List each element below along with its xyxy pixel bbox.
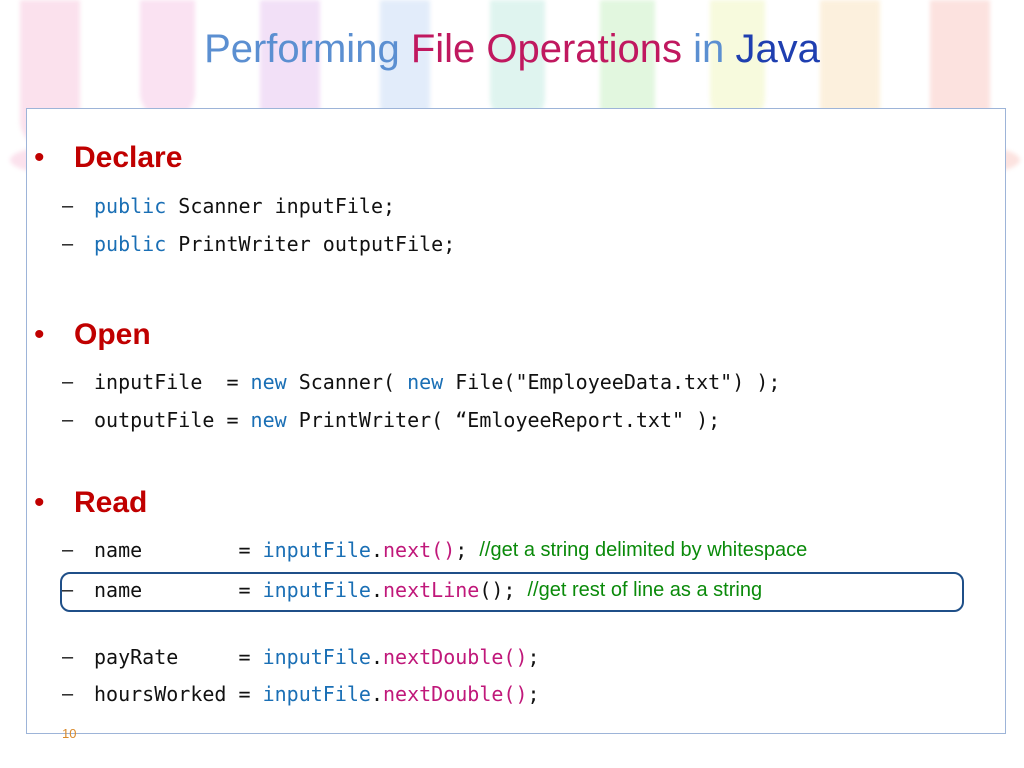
highlight-box <box>60 572 964 612</box>
content-box <box>26 108 1006 734</box>
code-text: hoursWorked = <box>94 682 263 706</box>
section-read: • Read <box>34 483 147 523</box>
title-part-4: Java <box>735 27 820 71</box>
dash-marker: – <box>62 645 74 668</box>
code-text: name = <box>94 578 263 602</box>
page-number: 10 <box>62 726 77 741</box>
dash-marker: – <box>62 578 74 601</box>
code-text: PrintWriter outputFile; <box>166 232 456 256</box>
keyword: new <box>250 408 287 432</box>
code-line: –name = inputFile.next(); //get a string… <box>62 533 807 567</box>
code-text: outputFile = <box>94 408 251 432</box>
title-part-1: Performing <box>204 27 400 71</box>
code-text: PrintWriter( “EmloyeeReport.txt" ); <box>286 408 721 432</box>
code-text: ; <box>527 645 540 669</box>
code-line: –public Scanner inputFile; <box>62 189 395 223</box>
code-text: . <box>370 538 383 562</box>
code-text: . <box>370 682 383 706</box>
dash-marker: – <box>62 232 74 255</box>
code-line: –payRate = inputFile.nextDouble(); <box>62 640 540 674</box>
dash-marker: – <box>62 538 74 561</box>
code-text: . <box>370 578 383 602</box>
code-line: –hoursWorked = inputFile.nextDouble(); <box>62 677 540 711</box>
code-text: (); <box>479 578 516 602</box>
object-name: inputFile <box>262 682 371 706</box>
keyword: public <box>94 232 167 256</box>
keyword: new <box>407 370 444 394</box>
title-part-2: File Operations <box>410 27 683 71</box>
keyword: public <box>94 194 167 218</box>
code-line: –name = inputFile.nextLine(); //get rest… <box>62 573 762 607</box>
section-open: • Open <box>34 315 151 355</box>
code-text: inputFile = <box>94 370 251 394</box>
code-line: –public PrintWriter outputFile; <box>62 227 455 261</box>
bullet-icon: • <box>34 318 45 351</box>
keyword: new <box>250 370 287 394</box>
code-line: –outputFile = new PrintWriter( “EmloyeeR… <box>62 403 720 437</box>
code-text: Scanner inputFile; <box>166 194 396 218</box>
dash-marker: – <box>62 682 74 705</box>
dash-marker: – <box>62 408 74 431</box>
object-name: inputFile <box>262 538 371 562</box>
dash-marker: – <box>62 194 74 217</box>
section-declare: • Declare <box>34 138 182 178</box>
code-comment: //get rest of line as a string <box>527 578 763 601</box>
code-text: name = <box>94 538 263 562</box>
bullet-icon: • <box>34 486 45 519</box>
method-name: nextDouble() <box>383 682 528 706</box>
code-text: payRate = <box>94 645 263 669</box>
section-heading: Open <box>74 318 151 351</box>
code-text: File("EmployeeData.txt") ); <box>443 370 781 394</box>
object-name: inputFile <box>262 645 371 669</box>
method-name: next() <box>383 538 456 562</box>
method-name: nextDouble() <box>383 645 528 669</box>
title-part-3: in <box>693 27 725 71</box>
code-text: ; <box>527 682 540 706</box>
method-name: nextLine <box>383 578 480 602</box>
section-heading: Declare <box>74 141 183 174</box>
code-comment: //get a string delimited by whitespace <box>479 538 808 561</box>
code-text: . <box>370 645 383 669</box>
code-text: ; <box>455 538 468 562</box>
code-line: –inputFile = new Scanner( new File("Empl… <box>62 365 780 399</box>
bullet-icon: • <box>34 141 45 174</box>
slide-title: Performing File Operations in Java <box>0 24 1024 74</box>
dash-marker: – <box>62 370 74 393</box>
section-heading: Read <box>74 486 148 519</box>
code-text: Scanner( <box>286 370 408 394</box>
object-name: inputFile <box>262 578 371 602</box>
